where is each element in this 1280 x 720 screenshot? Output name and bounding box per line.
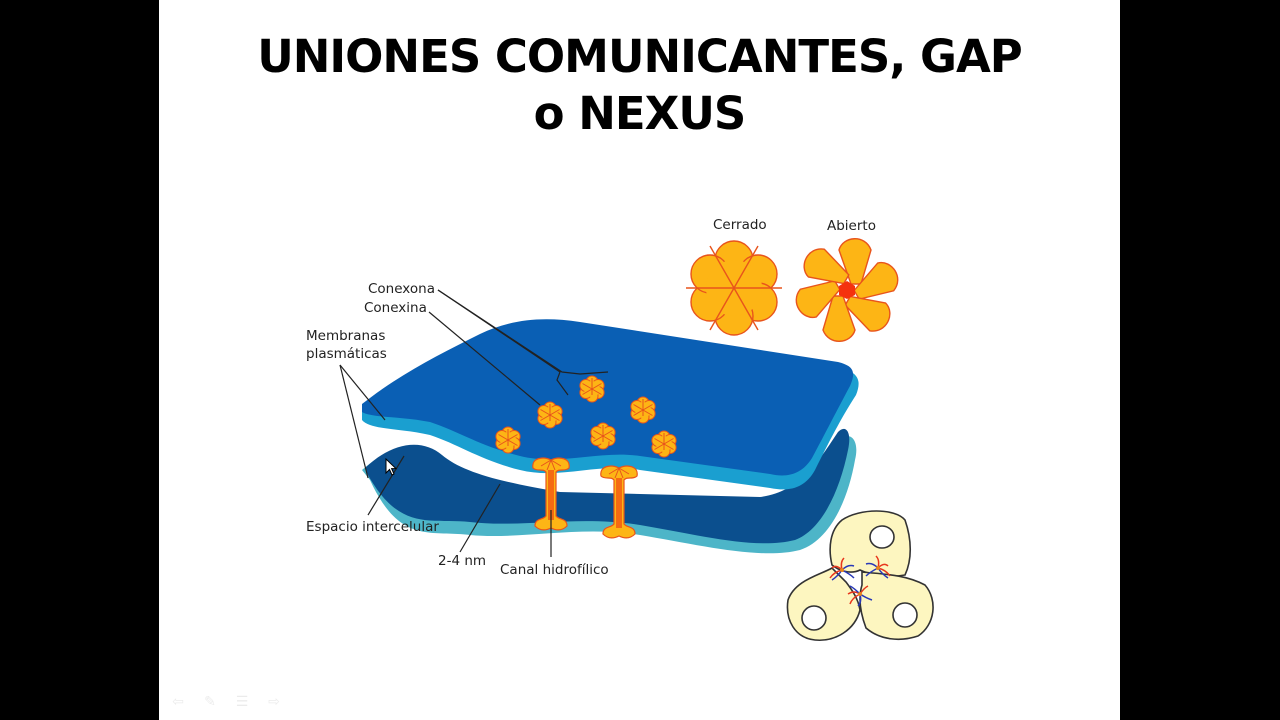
label-membranas-1: Membranas: [306, 328, 385, 344]
arrow-left-icon[interactable]: ⇦: [172, 694, 184, 710]
label-membranas-2: plasmáticas: [306, 346, 387, 362]
junction-markers: [829, 555, 891, 607]
menu-icon[interactable]: ☰: [235, 694, 249, 710]
label-conexona: Conexona: [368, 281, 435, 297]
lower-membrane: [362, 428, 857, 554]
label-espacio-intercelular: Espacio intercelular: [306, 519, 439, 535]
slideshow-navigation: ⇦ ✎ ☰ ⇨: [169, 694, 283, 710]
leader-lines: [339, 289, 609, 557]
closed-connexon: [686, 240, 782, 336]
label-canal-hidrofilico: Canal hidrofílico: [500, 562, 609, 578]
pen-icon[interactable]: ✎: [204, 694, 216, 710]
three-cells-illustration: [786, 510, 934, 641]
gap-junction-diagram: Conexona Conexina Membranas plasmáticas …: [306, 217, 934, 641]
arrow-right-icon[interactable]: ⇨: [268, 694, 280, 710]
title-line-1: UNIONES COMUNICANTES, GAP: [257, 30, 1023, 83]
mouse-cursor-icon: [385, 458, 398, 476]
label-cerrado: Cerrado: [713, 217, 767, 233]
presentation-slide: UNIONES COMUNICANTES, GAP o NEXUS: [159, 0, 1120, 720]
title-line-2: o NEXUS: [533, 87, 747, 140]
label-distance: 2-4 nm: [438, 553, 486, 569]
label-conexina: Conexina: [364, 300, 427, 316]
open-connexon: [795, 238, 899, 342]
slide-title: UNIONES COMUNICANTES, GAP o NEXUS: [159, 28, 1120, 142]
label-abierto: Abierto: [827, 218, 876, 234]
